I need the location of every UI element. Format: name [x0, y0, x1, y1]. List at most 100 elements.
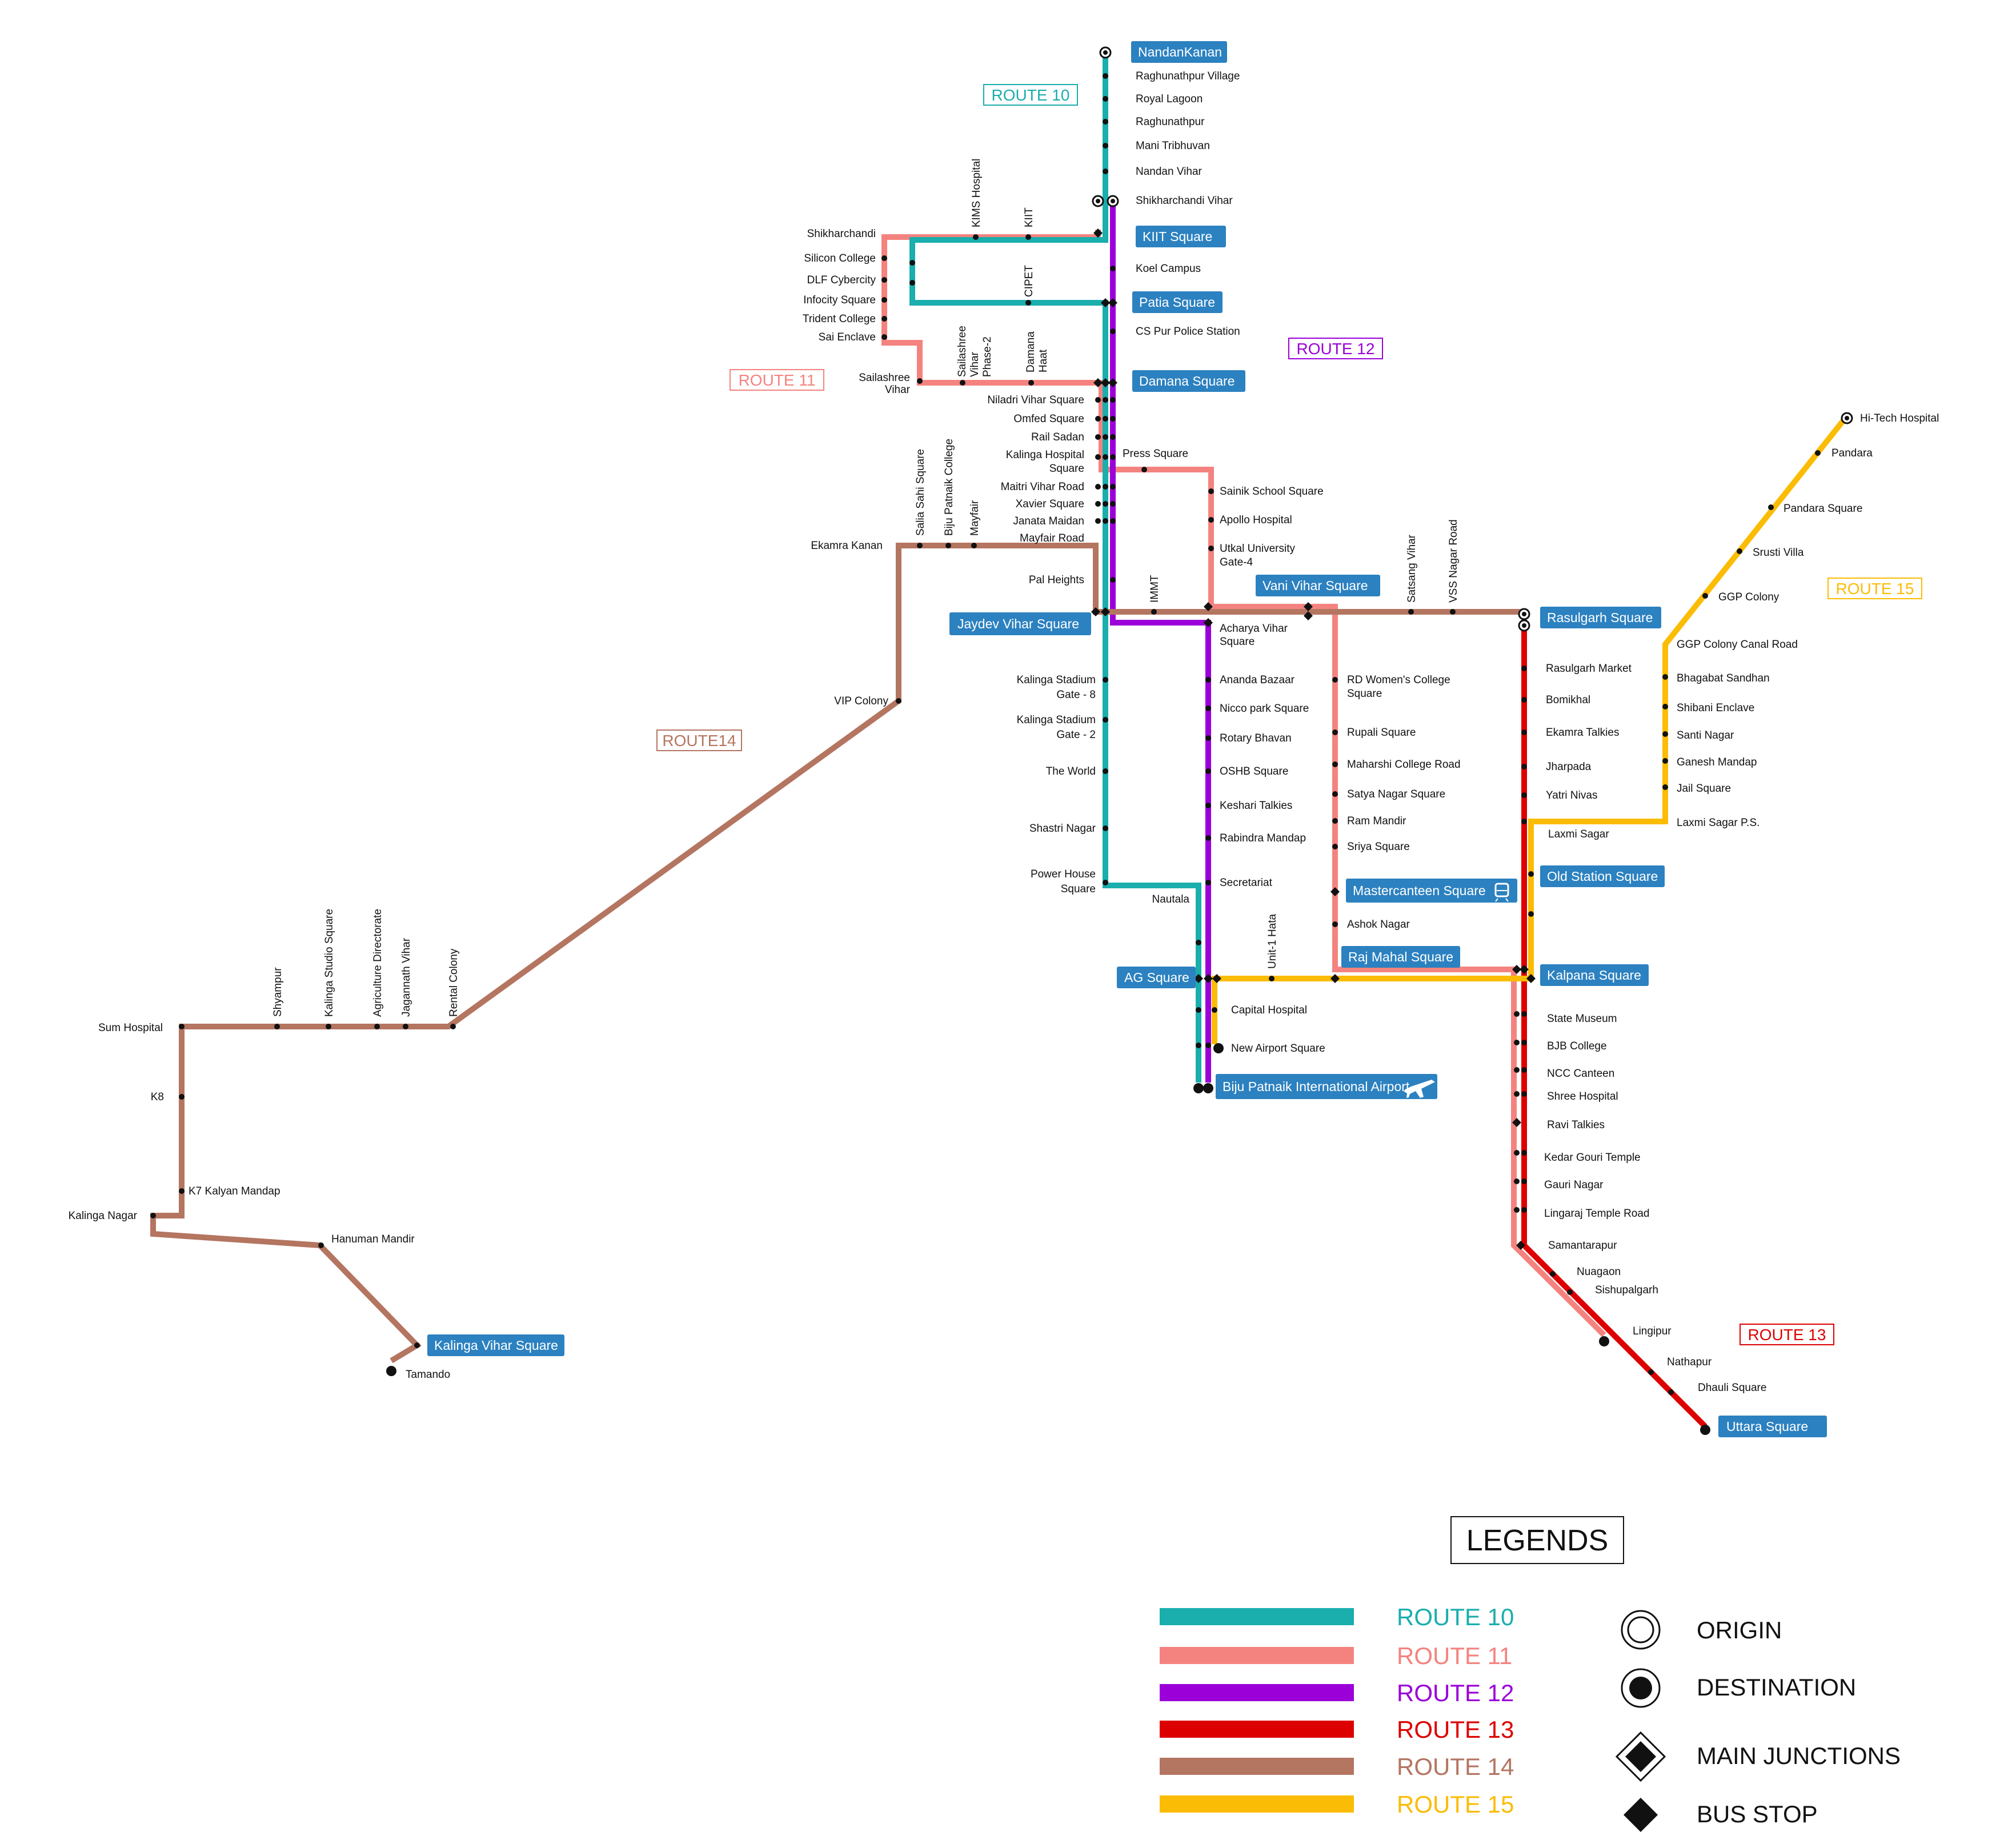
- bus-stop-dot[interactable]: [1648, 1369, 1654, 1375]
- bus-stop-dot[interactable]: [1662, 731, 1668, 737]
- bus-stop-dot[interactable]: [1332, 729, 1338, 735]
- bus-stop-dot[interactable]: [1110, 577, 1116, 583]
- origin-marker[interactable]: [1099, 46, 1112, 59]
- bus-stop-dot[interactable]: [1103, 143, 1108, 149]
- bus-stop-dot[interactable]: [1103, 454, 1108, 460]
- bus-stop-dot[interactable]: [881, 277, 887, 283]
- destination-marker[interactable]: [1213, 1043, 1224, 1053]
- bus-stop-dot[interactable]: [1332, 761, 1338, 767]
- bus-stop-dot[interactable]: [1521, 666, 1527, 671]
- bus-stop-dot[interactable]: [1103, 416, 1108, 422]
- bus-stop-dot[interactable]: [1521, 1011, 1527, 1017]
- bus-stop-dot[interactable]: [403, 1024, 408, 1029]
- junction-diamond[interactable]: [1108, 378, 1117, 387]
- bus-stop-dot[interactable]: [960, 380, 965, 386]
- bus-stop-dot[interactable]: [1514, 1150, 1520, 1156]
- bus-stop-dot[interactable]: [1332, 677, 1338, 683]
- bus-stop-dot[interactable]: [1205, 768, 1211, 774]
- destination-marker[interactable]: [386, 1366, 396, 1376]
- origin-marker[interactable]: [1841, 412, 1853, 424]
- bus-stop-dot[interactable]: [179, 1188, 185, 1194]
- stop-box-airport[interactable]: Biju Patnaik International Airport: [1223, 1079, 1410, 1094]
- bus-stop-dot[interactable]: [1668, 1389, 1674, 1395]
- bus-stop-dot[interactable]: [1528, 911, 1534, 917]
- bus-stop-dot[interactable]: [1332, 844, 1338, 849]
- bus-stop-dot[interactable]: [971, 543, 977, 548]
- bus-stop-dot[interactable]: [1332, 791, 1338, 797]
- bus-stop-dot[interactable]: [1095, 434, 1101, 440]
- bus-stop-dot[interactable]: [1514, 1207, 1520, 1213]
- bus-stop-dot[interactable]: [1205, 735, 1211, 741]
- bus-stop-dot[interactable]: [1269, 976, 1274, 981]
- junction-diamond[interactable]: [1516, 1241, 1525, 1250]
- bus-stop-dot[interactable]: [1110, 484, 1116, 490]
- bus-stop-dot[interactable]: [1196, 1043, 1201, 1048]
- junction-diamond[interactable]: [1512, 1118, 1521, 1127]
- bus-stop-dot[interactable]: [1815, 450, 1821, 456]
- bus-stop-dot[interactable]: [1103, 518, 1108, 524]
- junction-diamond[interactable]: [1194, 974, 1203, 983]
- stop-box-kalpana-square[interactable]: Kalpana Square: [1547, 968, 1641, 983]
- junction-diamond[interactable]: [1520, 965, 1529, 974]
- bus-stop-dot[interactable]: [1110, 266, 1116, 271]
- bus-stop-dot[interactable]: [374, 1024, 380, 1029]
- bus-stop-dot[interactable]: [945, 543, 951, 548]
- bus-stop-dot[interactable]: [917, 378, 923, 384]
- origin-marker[interactable]: [1518, 608, 1530, 620]
- bus-stop-dot[interactable]: [1205, 705, 1211, 711]
- bus-stop-dot[interactable]: [1737, 548, 1742, 554]
- bus-stop-dot[interactable]: [1095, 501, 1101, 507]
- bus-stop-dot[interactable]: [1205, 835, 1211, 841]
- destination-marker[interactable]: [1700, 1425, 1710, 1435]
- stop-box-mastercanteen-square[interactable]: Mastercanteen Square: [1353, 883, 1486, 898]
- bus-stop-dot[interactable]: [1196, 1007, 1201, 1013]
- bus-stop-dot[interactable]: [1103, 434, 1108, 440]
- stop-box-ag-square[interactable]: AG Square: [1124, 970, 1189, 985]
- destination-marker[interactable]: [1599, 1336, 1609, 1346]
- bus-stop-dot[interactable]: [1212, 1007, 1217, 1013]
- bus-stop-dot[interactable]: [1141, 467, 1147, 472]
- junction-diamond[interactable]: [1304, 602, 1313, 611]
- bus-stop-dot[interactable]: [1408, 609, 1414, 615]
- stop-box-nandankanan[interactable]: NandanKanan: [1138, 45, 1222, 59]
- stop-box-patia-square[interactable]: Patia Square: [1139, 295, 1215, 310]
- bus-stop-dot[interactable]: [150, 1213, 156, 1218]
- bus-stop-dot[interactable]: [909, 260, 915, 266]
- junction-diamond[interactable]: [1330, 974, 1340, 983]
- junction-diamond[interactable]: [1204, 974, 1213, 983]
- bus-stop-dot[interactable]: [881, 334, 887, 340]
- bus-stop-dot[interactable]: [1103, 880, 1108, 885]
- bus-stop-dot[interactable]: [1025, 300, 1031, 306]
- bus-stop-dot[interactable]: [1103, 825, 1108, 831]
- bus-stop-dot[interactable]: [1208, 517, 1214, 523]
- destination-marker[interactable]: [1193, 1083, 1204, 1093]
- bus-stop-dot[interactable]: [1103, 397, 1108, 403]
- bus-stop-dot[interactable]: [1768, 504, 1774, 510]
- stop-box-damana-square[interactable]: Damana Square: [1139, 374, 1235, 388]
- junction-diamond[interactable]: [1204, 618, 1213, 627]
- bus-stop-dot[interactable]: [1110, 328, 1116, 334]
- bus-stop-dot[interactable]: [1025, 234, 1031, 240]
- bus-stop-dot[interactable]: [1095, 518, 1101, 524]
- junction-diamond[interactable]: [1108, 298, 1117, 307]
- bus-stop-dot[interactable]: [1521, 1067, 1527, 1073]
- bus-stop-dot[interactable]: [1103, 119, 1108, 125]
- bus-stop-dot[interactable]: [1205, 677, 1211, 683]
- bus-stop-dot[interactable]: [1521, 1178, 1527, 1184]
- bus-stop-dot[interactable]: [1103, 768, 1108, 774]
- junction-diamond[interactable]: [1512, 965, 1521, 974]
- bus-stop-dot[interactable]: [909, 280, 915, 286]
- bus-stop-dot[interactable]: [318, 1242, 324, 1248]
- stop-box-uttara-square[interactable]: Uttara Square: [1726, 1419, 1808, 1434]
- bus-stop-dot[interactable]: [1103, 677, 1108, 683]
- bus-stop-dot[interactable]: [1521, 1040, 1527, 1045]
- bus-stop-dot[interactable]: [1332, 921, 1338, 927]
- bus-stop-dot[interactable]: [1028, 380, 1034, 386]
- bus-stop-dot[interactable]: [1110, 434, 1116, 440]
- junction-diamond[interactable]: [1212, 974, 1221, 983]
- bus-stop-dot[interactable]: [1095, 416, 1101, 422]
- junction-diamond[interactable]: [1101, 298, 1110, 307]
- junction-diamond[interactable]: [1091, 607, 1100, 616]
- bus-stop-dot[interactable]: [881, 255, 887, 261]
- junction-diamond[interactable]: [1330, 887, 1340, 896]
